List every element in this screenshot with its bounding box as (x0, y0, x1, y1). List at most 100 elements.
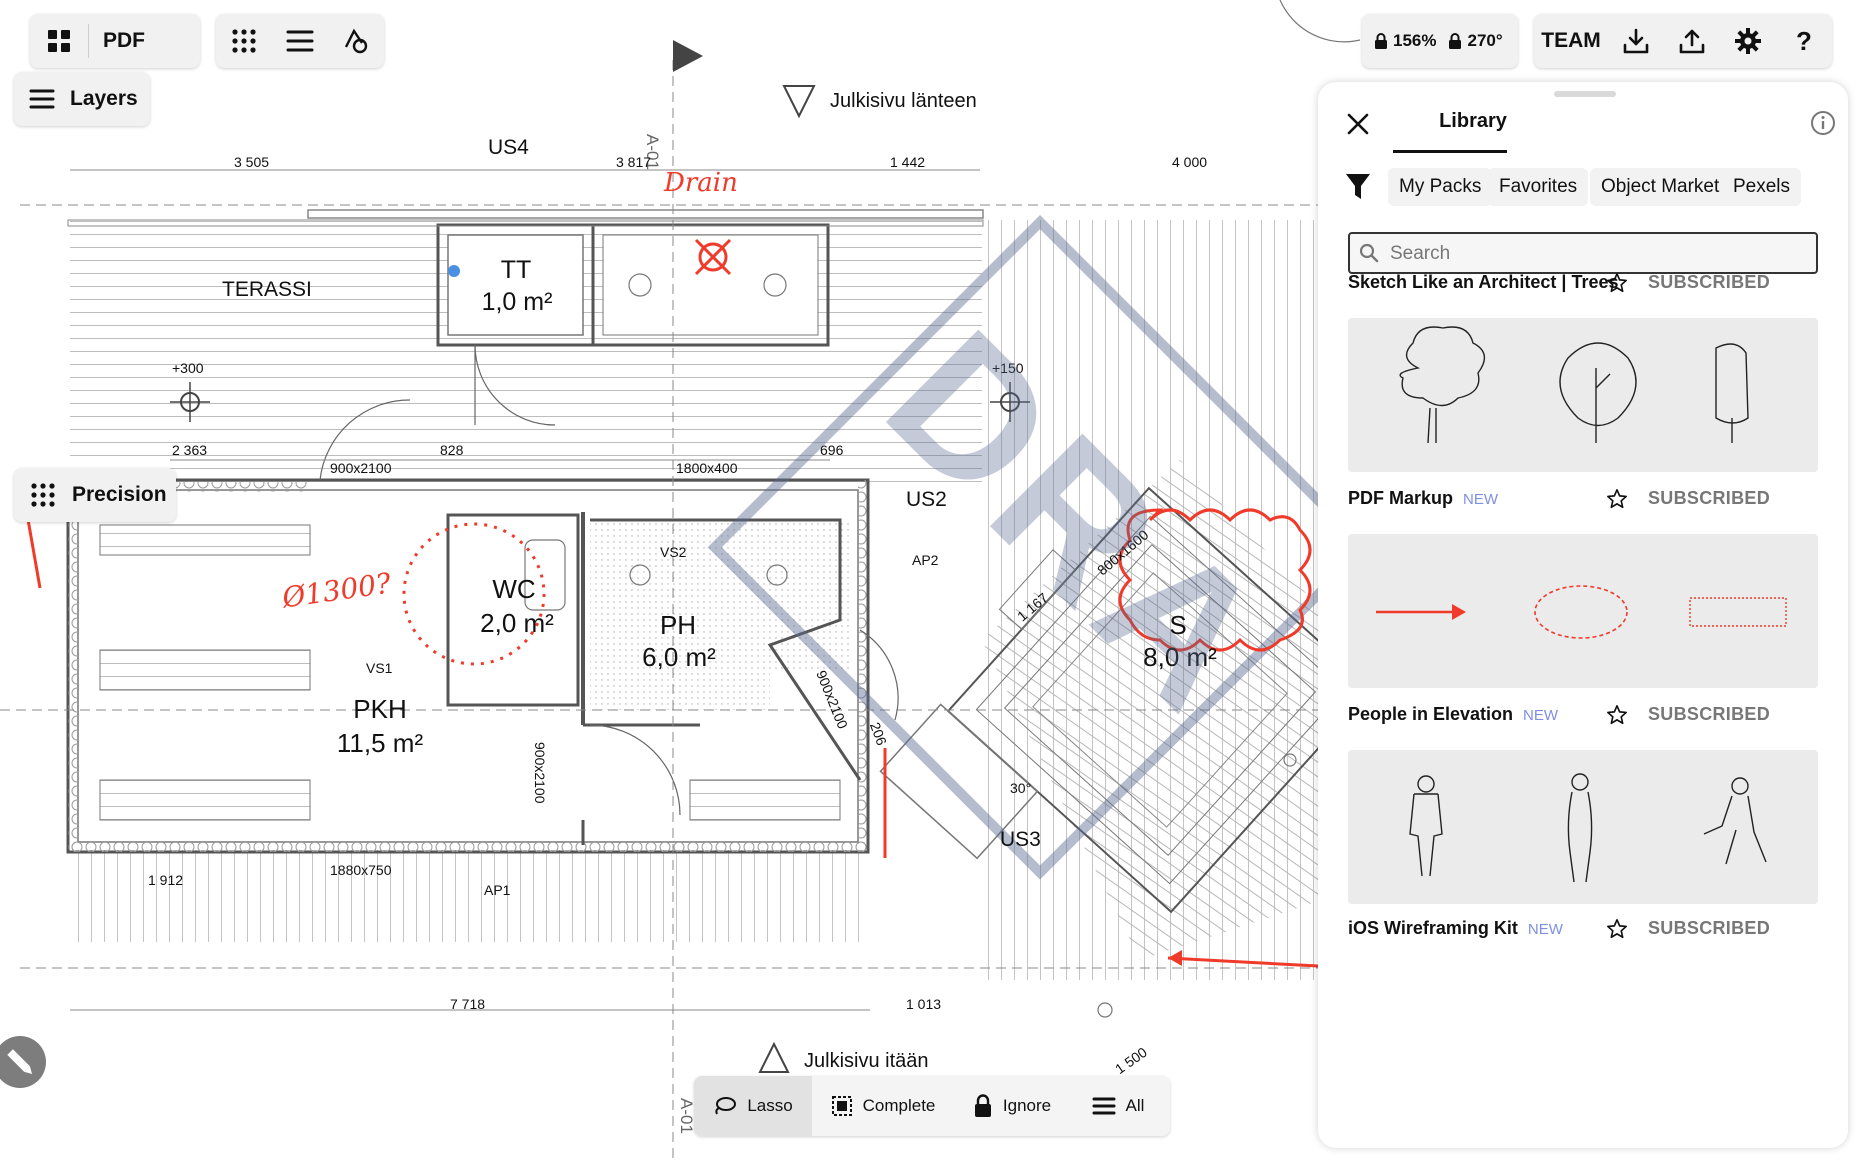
star-icon[interactable] (1606, 704, 1628, 726)
chip-favorites[interactable]: Favorites (1488, 168, 1589, 206)
room-area-ph: 6,0 m² (642, 642, 716, 672)
room-name-pkh: PKH (353, 694, 407, 724)
markup-drain[interactable]: Drain (664, 168, 738, 198)
filter-icon[interactable] (1344, 172, 1372, 202)
dim-door-900x2100: 900x2100 (330, 460, 392, 476)
zoom-lock-button[interactable]: 156% (1362, 14, 1436, 68)
layers-icon (1092, 1097, 1116, 1115)
label-ap2: AP2 (912, 552, 939, 568)
complete-button[interactable]: Complete (812, 1076, 954, 1136)
subscribed-status: SUBSCRIBED (1648, 488, 1771, 508)
star-icon[interactable] (1606, 272, 1628, 294)
precision-button[interactable]: Precision (14, 468, 176, 522)
layers-icon-wrap (14, 72, 70, 126)
new-badge: NEW (1527, 921, 1563, 938)
rotation-value: 270° (1467, 31, 1503, 50)
close-icon[interactable] (1344, 110, 1372, 138)
dim-1912: 1 912 (148, 872, 184, 888)
tools-toolbar (216, 14, 384, 68)
dim-window-1800x400: 1800x400 (676, 460, 738, 476)
room-name-ph: PH (659, 610, 697, 640)
lasso-icon (715, 1097, 737, 1115)
info-icon[interactable] (1810, 110, 1836, 136)
room-name-s: S (1169, 610, 1187, 640)
star-icon[interactable] (1606, 918, 1628, 940)
settings-button[interactable] (1720, 14, 1776, 68)
pack-name: Sketch Like an Architect | Trees (1348, 272, 1619, 292)
view-lock-toolbar: 156% 270° (1362, 14, 1518, 68)
pack-name: People in Elevation (1348, 704, 1514, 724)
upload-icon (1679, 29, 1705, 54)
layers-button[interactable]: Layers (14, 72, 150, 126)
library-panel: Library My Packs Favorites Object Market… (1318, 82, 1848, 1148)
pack-preview-people[interactable] (1348, 750, 1818, 904)
pdf-button[interactable]: PDF (103, 29, 145, 52)
room-name-terassi: TERASSI (222, 278, 312, 301)
layers-label: Layers (70, 87, 138, 110)
team-button[interactable]: TEAM (1541, 29, 1601, 52)
chip-object-market[interactable]: Object Market (1590, 168, 1731, 206)
elevation-label-top: Julkisivu länteen (830, 90, 977, 112)
tree-sketches (1399, 326, 1749, 444)
panel-drag-handle[interactable] (1554, 91, 1616, 97)
upload-button[interactable] (1664, 14, 1720, 68)
pencil-icon (7, 1049, 33, 1075)
help-button[interactable]: ? (1776, 14, 1832, 68)
layers-icon (29, 89, 55, 109)
room-name-wc: WC (492, 574, 536, 604)
dots-grid-button[interactable] (216, 14, 272, 68)
subscribed-status: SUBSCRIBED (1648, 272, 1771, 292)
search-icon (1359, 243, 1379, 263)
star-icon[interactable] (1606, 488, 1628, 510)
pack-title-trees[interactable]: Sketch Like an Architect | Trees (1348, 272, 1618, 293)
align-button[interactable] (272, 14, 328, 68)
zoom-value: 156% (1393, 31, 1437, 50)
search-input[interactable] (1388, 234, 1812, 274)
lock-icon (974, 1094, 991, 1117)
lasso-label: Lasso (747, 1096, 793, 1115)
lock-icon (1449, 33, 1462, 49)
pencil-button[interactable] (0, 1036, 46, 1088)
gear-icon (1735, 28, 1761, 54)
grid-view-button[interactable] (30, 14, 88, 68)
section-us4: US4 (488, 136, 529, 159)
grid-icon (48, 30, 70, 52)
dots-grid-icon (232, 29, 256, 53)
complete-select-icon (831, 1096, 852, 1116)
shapes-button[interactable] (328, 14, 384, 68)
room-area-wc: 2,0 m² (480, 608, 554, 638)
label-vs1: VS1 (366, 660, 393, 676)
download-button[interactable] (1608, 14, 1664, 68)
room-area-pkh: 11,5 m² (336, 728, 424, 758)
lasso-button[interactable]: Lasso (694, 1076, 812, 1136)
room-area-tt: 1,0 m² (481, 288, 553, 316)
dim-1013: 1 013 (906, 996, 942, 1012)
all-label: All (1125, 1096, 1145, 1115)
subscribed-status: SUBSCRIBED (1648, 918, 1771, 938)
dim-30-degrees: 30° (1010, 780, 1032, 796)
all-button[interactable]: All (1070, 1076, 1166, 1136)
download-icon (1623, 28, 1649, 54)
dim-2363: 2 363 (172, 442, 208, 458)
pack-preview-pdf-markup[interactable] (1348, 534, 1818, 688)
precision-icon-wrap (14, 468, 72, 522)
pack-preview-trees[interactable] (1348, 318, 1818, 472)
dim-door-900x2100-vertical: 900x2100 (532, 742, 548, 804)
ignore-label: Ignore (1002, 1096, 1052, 1115)
dim-7718: 7 718 (450, 996, 486, 1012)
chip-pexels[interactable]: Pexels (1722, 168, 1802, 206)
search-box (1348, 232, 1818, 274)
toolbar-separator (88, 24, 89, 58)
people-sketches (1409, 773, 1767, 883)
chip-my-packs[interactable]: My Packs (1388, 168, 1493, 206)
label-ap1: AP1 (484, 882, 511, 898)
section-a01-bottom: A-01 (677, 1098, 696, 1134)
library-tab[interactable]: Library (1439, 110, 1507, 132)
markup-samples (1376, 585, 1787, 639)
ignore-button[interactable]: Ignore (954, 1076, 1070, 1136)
rotation-lock-button[interactable]: 270° (1436, 14, 1503, 68)
